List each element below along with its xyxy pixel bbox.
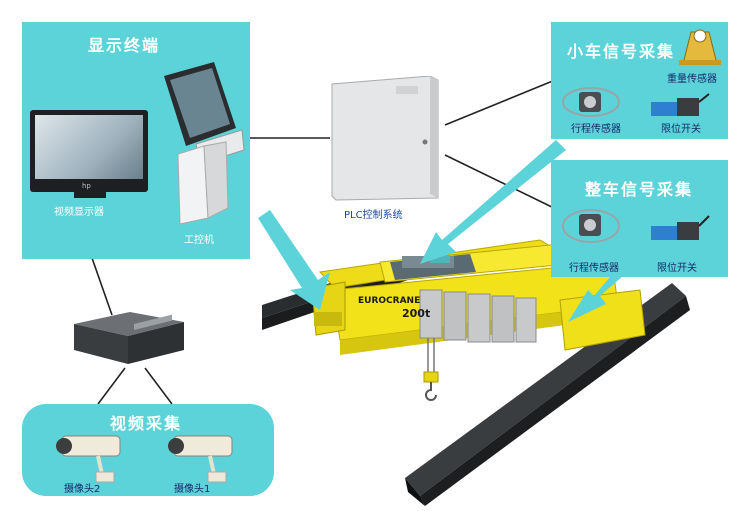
line-display-to-dvr	[91, 257, 113, 316]
line-plc-to-trolley	[444, 77, 561, 126]
camera-2-label: 摄像头2	[64, 484, 101, 495]
line-dvr-to-video-right	[144, 367, 173, 405]
trolley-limit-switch-image	[651, 93, 710, 116]
plc-cabinet-image	[331, 76, 439, 201]
ipc-label: 工控机	[184, 235, 214, 246]
video-capture-panel: 视频采集 摄像头2 摄像头1	[22, 404, 274, 496]
crane-brand-text: EUROCRANE	[358, 296, 421, 306]
weight-sensor-label: 重量传感器	[667, 74, 717, 85]
display-terminal-panel: 显示终端 hp 视频显示器 工控机	[22, 22, 250, 259]
trolley-travel-sensor-label: 行程传感器	[571, 124, 621, 135]
camera-1-image	[168, 435, 233, 483]
monitor-label: 视频显示器	[54, 207, 104, 218]
display-panel-title: 显示终端	[88, 36, 161, 55]
arrow-trolley-signal	[420, 140, 566, 264]
camera-1-label: 摄像头1	[174, 484, 211, 495]
monitor-image: hp	[30, 110, 148, 192]
trolley-limit-switch-label: 限位开关	[661, 124, 701, 135]
trolley-signal-panel: 小车信号采集 重量传感器 行程传感器 限位开关	[551, 22, 728, 139]
trolley-travel-sensor-image	[562, 87, 620, 117]
trolley-panel-title: 小车信号采集	[567, 42, 676, 61]
plc-label: PLC控制系统	[344, 210, 403, 221]
video-panel-title: 视频采集	[110, 414, 183, 433]
crane-panel-title: 整车信号采集	[585, 180, 694, 199]
monitor-logo: hp	[82, 182, 91, 190]
crane-travel-sensor-label: 行程传感器	[569, 263, 619, 274]
video-recorder-image	[74, 312, 184, 364]
crane-travel-sensor-image	[562, 209, 620, 243]
camera-2-image	[56, 435, 121, 483]
crane-signal-panel: 整车信号采集 行程传感器 限位开关	[551, 160, 728, 277]
crane-limit-switch-image	[651, 215, 710, 240]
line-dvr-to-video-left	[97, 367, 126, 405]
crane-capacity-text: 200t	[402, 307, 431, 320]
industrial-pc-image	[164, 62, 245, 225]
line-plc-to-crane	[444, 154, 559, 211]
weight-sensor-image	[679, 29, 721, 65]
arrow-to-near-carriage	[258, 210, 330, 310]
crane-limit-switch-label: 限位开关	[657, 263, 697, 274]
